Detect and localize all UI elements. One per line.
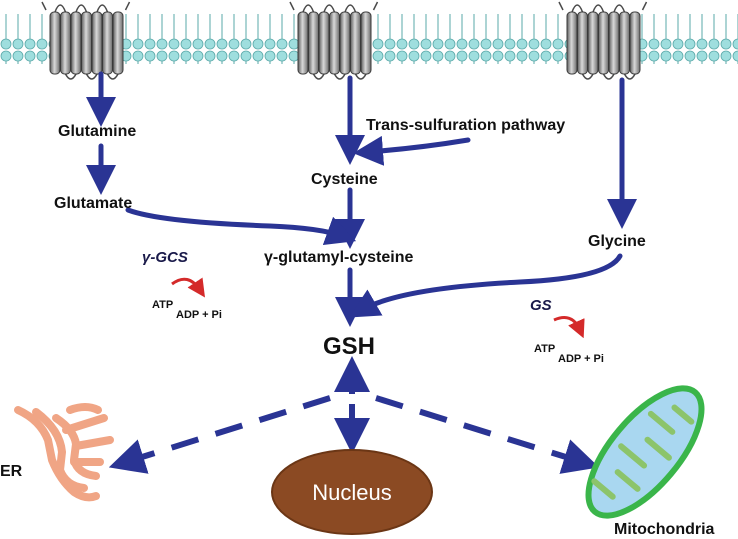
transporter-helix [619,11,630,75]
er-label: ER [0,463,23,480]
transporter-helix [102,11,113,75]
arrow-gsh-to-mito [375,395,600,474]
transporter-helix [60,11,71,75]
gsh-label: GSH [323,333,375,360]
gamma-glutamyl-cysteine-label: γ-glutamyl-cysteine [264,249,413,266]
transporter-helix [566,11,578,75]
arrow-glycine-to-gsh [349,253,623,318]
gcs-products-label: ADP + Pi [176,309,222,321]
transporter-helix [360,11,372,75]
mitochondrion [585,385,705,519]
gs-reaction-arc [553,316,585,339]
transporter-glutamine [41,1,131,80]
gs-enzyme-label: GS [530,297,552,314]
pathway-arrows [86,71,637,327]
transporter-helix [70,11,82,75]
transporter-helix [339,11,351,75]
arrow-transsulfuration-to-cysteine [353,135,471,166]
glycine-label: Glycine [588,233,646,250]
transporter-glycine [558,1,648,80]
gcs-reaction [171,277,205,298]
transporter-helix [49,11,61,75]
transporter-helix [587,11,599,75]
transporter-helix [308,11,319,75]
distribution-arrows [108,356,600,474]
transporter-helix [608,11,620,75]
nucleus: Nucleus [271,449,433,535]
glutamine-label: Glutamine [58,123,136,140]
gcs-atp-label: ATP [152,299,173,311]
transporter-helix [577,11,588,75]
transporter-helix [598,11,609,75]
gcs-reaction-arc [171,277,205,298]
transsulfuration-label: Trans-sulfuration pathway [366,117,565,134]
transporter-helix [91,11,103,75]
arrow-gsh-to-er [108,395,331,474]
arrow-glutamate-to-gglu-cys [125,207,357,245]
gs-atp-label: ATP [534,343,555,355]
gcs-enzyme-label: γ-GCS [142,249,188,266]
transporter-helix [81,11,92,75]
transporter-helix [112,11,124,75]
enzyme-labels: γ-GCS ATP ADP + Pi GS ATP ADP + Pi [142,249,604,365]
transporter-helix [297,11,309,75]
cysteine-label: Cysteine [311,171,378,188]
transporter-helix [629,11,641,75]
transporter-cysteine [289,1,379,80]
transporter-helix [329,11,340,75]
nucleus-label: Nucleus [312,480,391,505]
transporter-helix [350,11,361,75]
transporter-helix [318,11,330,75]
gs-reaction [553,316,585,339]
gs-products-label: ADP + Pi [558,353,604,365]
endoplasmic-reticulum [14,403,114,502]
molecule-labels: Glutamine Glutamate Trans-sulfuration pa… [0,117,715,538]
mitochondria-label: Mitochondria [614,521,715,538]
glutamate-label: Glutamate [54,195,132,212]
